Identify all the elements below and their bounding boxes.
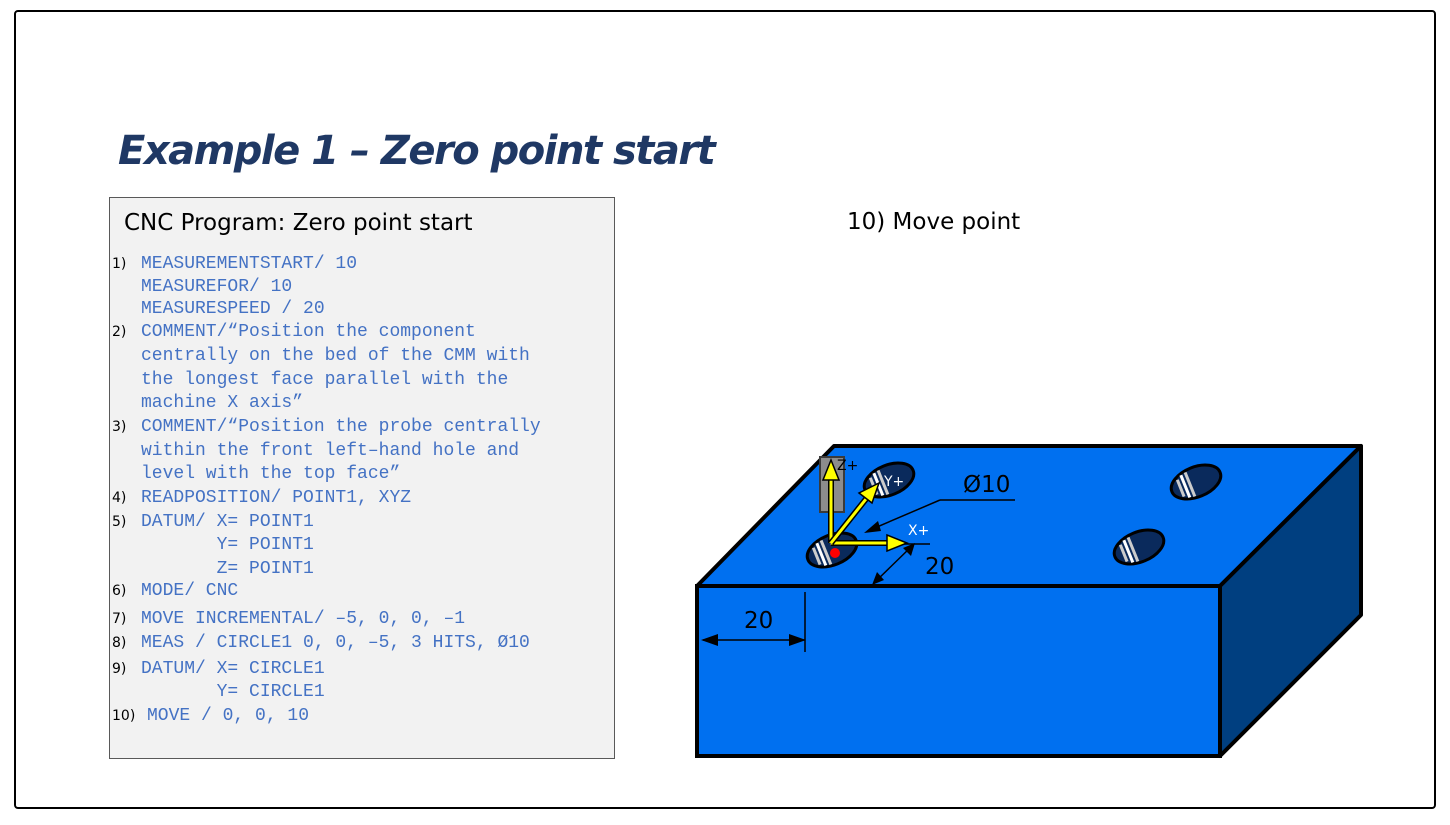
program-heading: CNC Program: Zero point start bbox=[124, 210, 473, 236]
slide-title: Example 1 – Zero point start bbox=[118, 128, 716, 174]
program-line-number: 6) bbox=[112, 583, 127, 599]
program-line-number: 7) bbox=[112, 611, 127, 627]
y-axis-label: Y+ bbox=[883, 474, 904, 490]
dimension-y-label: 20 bbox=[925, 554, 954, 580]
program-line-number: 8) bbox=[112, 635, 127, 651]
dimension-x-label: 20 bbox=[744, 608, 773, 634]
program-line-code: MEASUREFOR/ 10 bbox=[141, 277, 293, 297]
program-line-number: 4) bbox=[112, 490, 127, 506]
program-line-code: Y= POINT1 bbox=[141, 535, 314, 555]
program-line-code: READPOSITION/ POINT1, XYZ bbox=[141, 488, 412, 508]
program-line-number: 3) bbox=[112, 419, 127, 435]
cnc-program-panel: CNC Program: Zero point start 1) MEASUREM… bbox=[109, 197, 615, 759]
program-line-code: level with the top face” bbox=[141, 464, 401, 484]
diameter-leader bbox=[864, 499, 1015, 533]
axis-arrows bbox=[821, 457, 910, 553]
program-line-number: 2) bbox=[112, 324, 127, 340]
program-line-code: DATUM/ X= POINT1 bbox=[141, 512, 314, 532]
program-line-code: MOVE / 0, 0, 10 bbox=[147, 706, 310, 726]
program-line-code: DATUM/ X= CIRCLE1 bbox=[141, 659, 325, 679]
program-line-code: MODE/ CNC bbox=[141, 581, 239, 601]
program-line-code: MOVE INCREMENTAL/ –5, 0, 0, –1 bbox=[141, 609, 466, 629]
program-line-number: 10) bbox=[112, 708, 136, 724]
dimension-y bbox=[872, 543, 930, 585]
step-caption: 10) Move point bbox=[847, 209, 1021, 235]
program-line-number: 1) bbox=[112, 256, 127, 272]
dimension-x bbox=[701, 592, 806, 652]
program-line-code: Y= CIRCLE1 bbox=[141, 682, 325, 702]
program-line-code: centrally on the bed of the CMM with bbox=[141, 346, 530, 366]
block-front-face bbox=[695, 584, 1222, 758]
program-line-code: machine X axis” bbox=[141, 393, 304, 413]
program-line-code: the longest face parallel with the bbox=[141, 370, 509, 390]
program-line-code: MEASURESPEED / 20 bbox=[141, 299, 325, 319]
program-line-number: 5) bbox=[112, 514, 127, 530]
program-line-code: COMMENT/“Position the probe centrally bbox=[141, 417, 541, 437]
x-axis-label: X+ bbox=[908, 523, 929, 539]
program-line-number: 9) bbox=[112, 661, 127, 677]
program-line-code: Z= POINT1 bbox=[141, 559, 314, 579]
diameter-label: Ø10 bbox=[963, 472, 1010, 498]
hole-back-right bbox=[1169, 463, 1223, 501]
probe-tip bbox=[830, 548, 840, 558]
z-axis-label: Z+ bbox=[837, 458, 858, 474]
hole-front-right bbox=[1112, 528, 1166, 566]
program-line-code: COMMENT/“Position the component bbox=[141, 322, 476, 342]
program-line-code: MEAS / CIRCLE1 0, 0, –5, 3 HITS, Ø10 bbox=[141, 633, 530, 653]
program-line-code: MEASUREMENTSTART/ 10 bbox=[141, 254, 358, 274]
program-line-code: within the front left–hand hole and bbox=[141, 441, 520, 461]
